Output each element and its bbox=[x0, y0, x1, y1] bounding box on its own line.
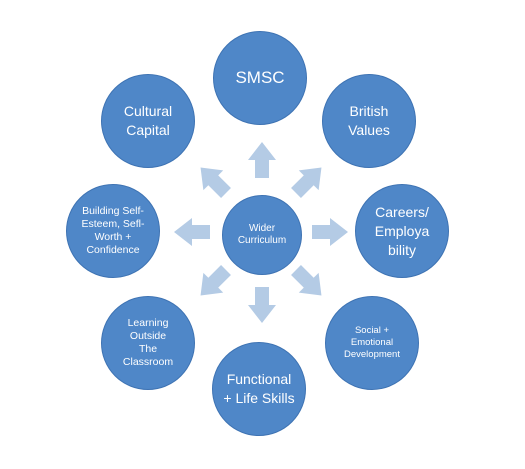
node-learning-outside-classroom: Learning Outside The Classroom bbox=[101, 296, 195, 390]
node-learning-outside-classroom-label: Learning Outside The Classroom bbox=[122, 317, 174, 368]
arrow-down-right-icon bbox=[291, 265, 322, 296]
center-node: Wider Curriculum bbox=[222, 195, 302, 275]
center-label: Wider Curriculum bbox=[237, 223, 287, 246]
arrow-left-icon bbox=[174, 218, 210, 246]
node-cultural-capital: Cultural Capital bbox=[101, 74, 195, 168]
node-social-emotional-development: Social + Emotional Development bbox=[325, 296, 419, 390]
node-british-values: British Values bbox=[322, 74, 416, 168]
node-building-self-esteem: Building Self- Esteem, Sefl- Worth + Con… bbox=[66, 184, 160, 278]
arrow-up-left-icon bbox=[200, 167, 231, 198]
node-careers-employability: Careers/ Employa bility bbox=[355, 184, 449, 278]
node-cultural-capital-label: Cultural Capital bbox=[123, 103, 173, 138]
node-smsc: SMSC bbox=[213, 31, 307, 125]
arrow-up-icon bbox=[248, 142, 276, 178]
node-building-self-esteem-label: Building Self- Esteem, Sefl- Worth + Con… bbox=[81, 205, 145, 256]
node-functional-life-skills-label: Functional + Life Skills bbox=[223, 371, 295, 406]
node-british-values-label: British Values bbox=[348, 103, 390, 138]
arrow-down-icon bbox=[248, 287, 276, 323]
node-smsc-label: SMSC bbox=[235, 68, 285, 87]
arrow-down-left-icon bbox=[200, 265, 231, 296]
node-functional-life-skills: Functional + Life Skills bbox=[212, 342, 306, 436]
arrow-right-icon bbox=[312, 218, 348, 246]
arrow-up-right-icon bbox=[291, 167, 322, 198]
node-social-emotional-development-label: Social + Emotional Development bbox=[344, 325, 400, 360]
node-careers-employability-label: Careers/ Employa bility bbox=[374, 203, 430, 258]
